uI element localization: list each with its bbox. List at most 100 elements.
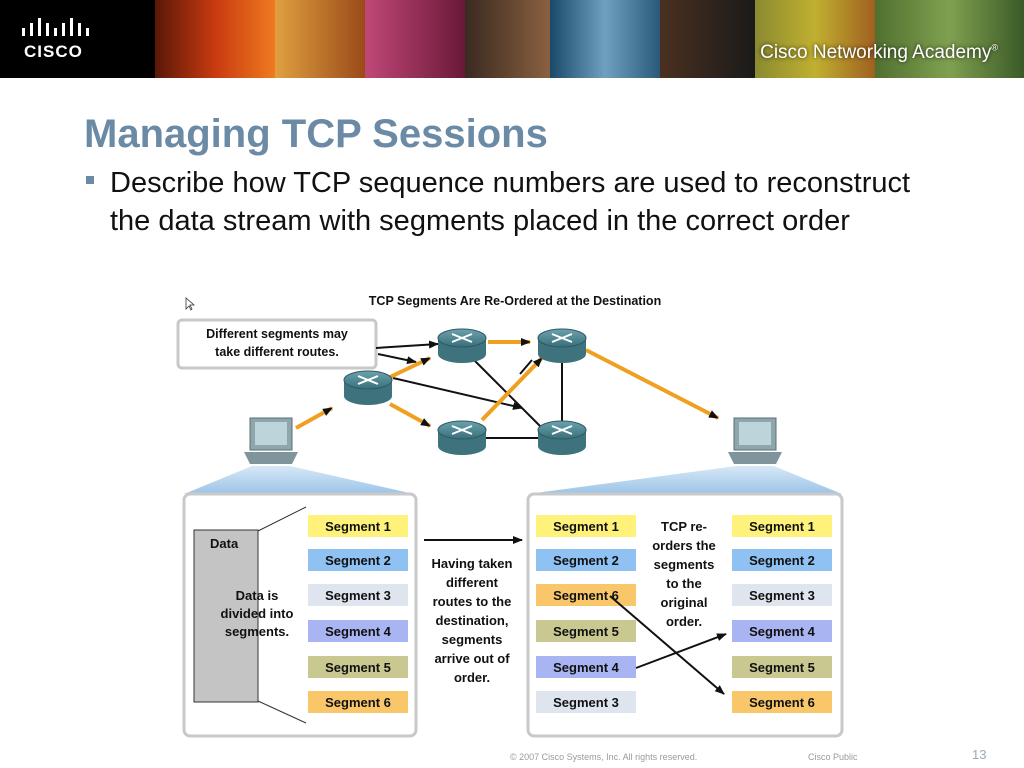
route-callout-line1: Different segments may [206,327,348,341]
route-callout-line2: take different routes. [215,345,339,359]
segment-box: Segment 3 [308,584,408,606]
route-callout-box [176,318,378,370]
source-segments: Segment 1 Segment 2 Segment 3 Segment 4 Segm… [308,515,408,713]
segment-label: Segment 5 [553,624,619,639]
page-number: 13 [972,747,987,762]
data-block-label: Data [210,536,239,551]
segment-label: Segment 3 [325,588,391,603]
description-line: segments [654,557,715,572]
segment-fill [308,620,408,642]
segment-fill [536,656,636,678]
description-line: segments [442,632,503,647]
segment-fill [308,515,408,537]
segment-label: Segment 2 [749,553,815,568]
segment-fill [536,691,636,713]
header-banner: CISCO Cisco Networking Academy® [0,0,1024,78]
header-photo-strip [155,0,1024,78]
segment-box: Segment 4 [308,620,408,642]
description-line: routes to the [433,594,512,609]
segment-box: Segment 3 [536,691,636,713]
cisco-logo: CISCO [0,0,155,78]
segment-label: Segment 4 [553,660,620,675]
segment-label: Segment 6 [553,588,619,603]
segment-label: Segment 1 [553,519,619,534]
destination-zoom-beam [528,466,842,494]
segment-box: Segment 1 [732,515,832,537]
description-line: order. [666,614,702,629]
diagram-title: TCP Segments Are Re-Ordered at the Desti… [369,294,661,308]
slide-bullet: Describe how TCP sequence numbers are us… [110,167,911,237]
segment-fill [732,620,832,642]
segment-box: Segment 6 [732,691,832,713]
segment-box: Segment 2 [732,549,832,571]
destination-computer-icon [728,417,782,464]
packet-path-links [295,338,719,430]
segment-label: Segment 1 [325,519,391,534]
segment-fill [732,656,832,678]
segment-box: Segment 3 [732,584,832,606]
reorder-arrow-6 [609,595,725,695]
source-zoom-beam [184,466,414,494]
segment-fill [536,515,636,537]
data-desc-line2: divided into [221,606,294,621]
description-line: TCP re- [661,519,707,534]
description-line: Having taken [432,556,513,571]
segment-label: Segment 2 [553,553,619,568]
router-icon [343,370,393,405]
segment-fill [536,584,636,606]
segment-label: Segment 4 [325,624,392,639]
segment-box: Segment 5 [732,656,832,678]
description-line: orders the [652,538,716,553]
segment-fill [732,549,832,571]
segment-box: Segment 2 [308,549,408,571]
segment-label: Segment 3 [749,588,815,603]
segment-fill [308,656,408,678]
segment-label: Segment 6 [749,695,815,710]
transit-description: Having taken different routes to the destin… [432,556,513,685]
data-block [193,529,259,703]
segment-box: Segment 2 [536,549,636,571]
segment-fill [308,584,408,606]
description-line: different [446,575,499,590]
segment-fill [732,584,832,606]
footer-classification: Cisco Public [808,752,858,762]
router-icon [537,420,587,455]
bullet-square-icon [86,176,94,184]
source-computer-icon [244,417,298,464]
segment-box: Segment 5 [536,620,636,642]
description-line: destination, [436,613,509,628]
segment-fill [732,515,832,537]
slide-title: Managing TCP Sessions [84,112,548,156]
reorder-arrow-4 [635,633,727,669]
segment-fill [732,691,832,713]
segment-box: Segment 4 [536,656,636,678]
segment-box: Segment 6 [308,691,408,713]
mouse-cursor-icon [185,297,196,311]
segment-box: Segment 5 [308,656,408,678]
data-desc-line3: segments. [225,624,289,639]
segment-fill [308,691,408,713]
segment-label: Segment 2 [325,553,391,568]
cisco-bars-icon [22,18,89,36]
description-line: to the [666,576,701,591]
segment-fill [308,549,408,571]
segment-label: Segment 5 [749,660,815,675]
description-line: arrive out of [434,651,510,666]
segment-fill [536,549,636,571]
segment-fill [536,620,636,642]
cisco-logo-text: CISCO [24,42,83,61]
data-desc-line1: Data is [236,588,279,603]
segment-box: Segment 1 [536,515,636,537]
segment-label: Segment 1 [749,519,815,534]
arrived-segments: Segment 1 Segment 2 Segment 6 Segment 5 Segm… [536,515,636,713]
segment-box: Segment 4 [732,620,832,642]
router-icon [437,420,487,455]
reordered-segments: Segment 1 Segment 2 Segment 3 Segment 4 Segm… [732,515,832,713]
segment-label: Segment 6 [325,695,391,710]
router-icon [537,328,587,363]
description-line: order. [454,670,490,685]
router-icon [437,328,487,363]
segment-box: Segment 6 [536,584,636,606]
